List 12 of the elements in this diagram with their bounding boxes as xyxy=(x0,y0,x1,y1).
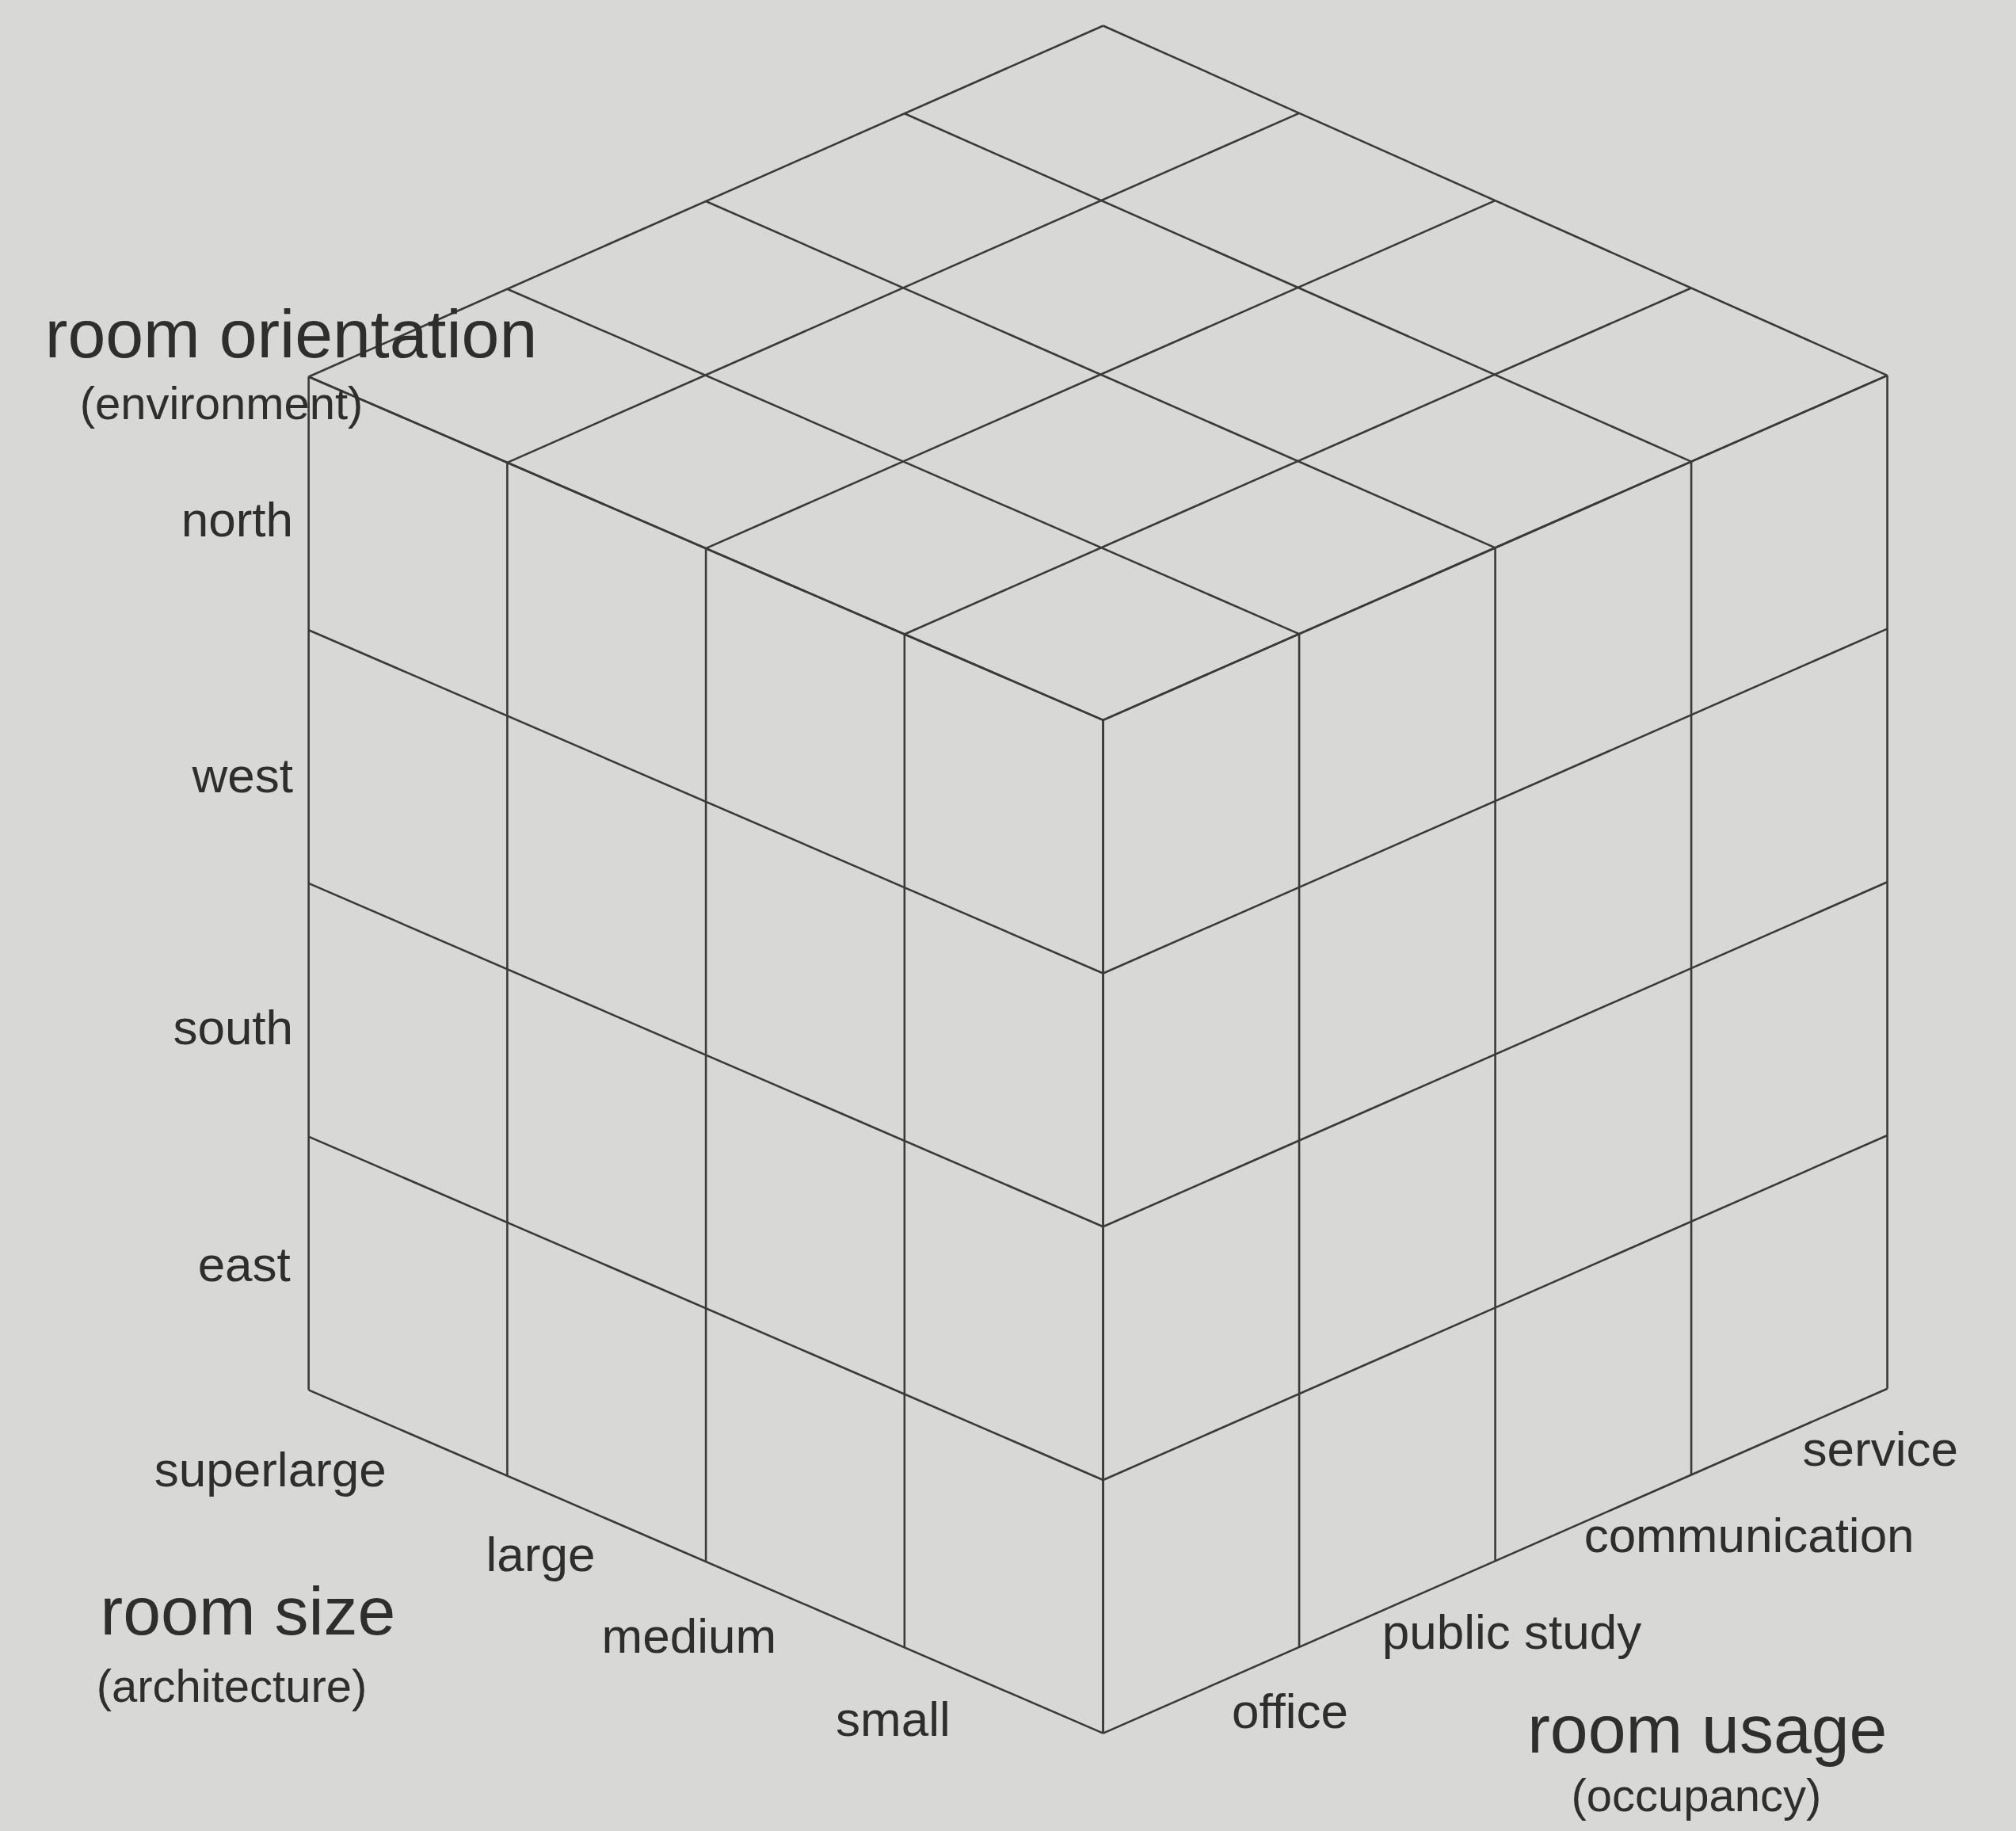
tick-label: communication xyxy=(1583,1511,1915,1561)
tick-label: east xyxy=(197,1239,291,1289)
tick-label: north xyxy=(181,494,294,544)
tick-label: office xyxy=(1231,1687,1348,1737)
tick-label: large xyxy=(486,1530,596,1580)
tick-label: south xyxy=(173,1003,294,1052)
tick-label: medium xyxy=(601,1611,777,1661)
axis-title: room size xyxy=(100,1576,396,1645)
tick-label: superlarge xyxy=(154,1445,387,1495)
tick-label: west xyxy=(192,750,294,800)
tick-label: service xyxy=(1802,1425,1958,1474)
tick-label: small xyxy=(836,1695,951,1745)
